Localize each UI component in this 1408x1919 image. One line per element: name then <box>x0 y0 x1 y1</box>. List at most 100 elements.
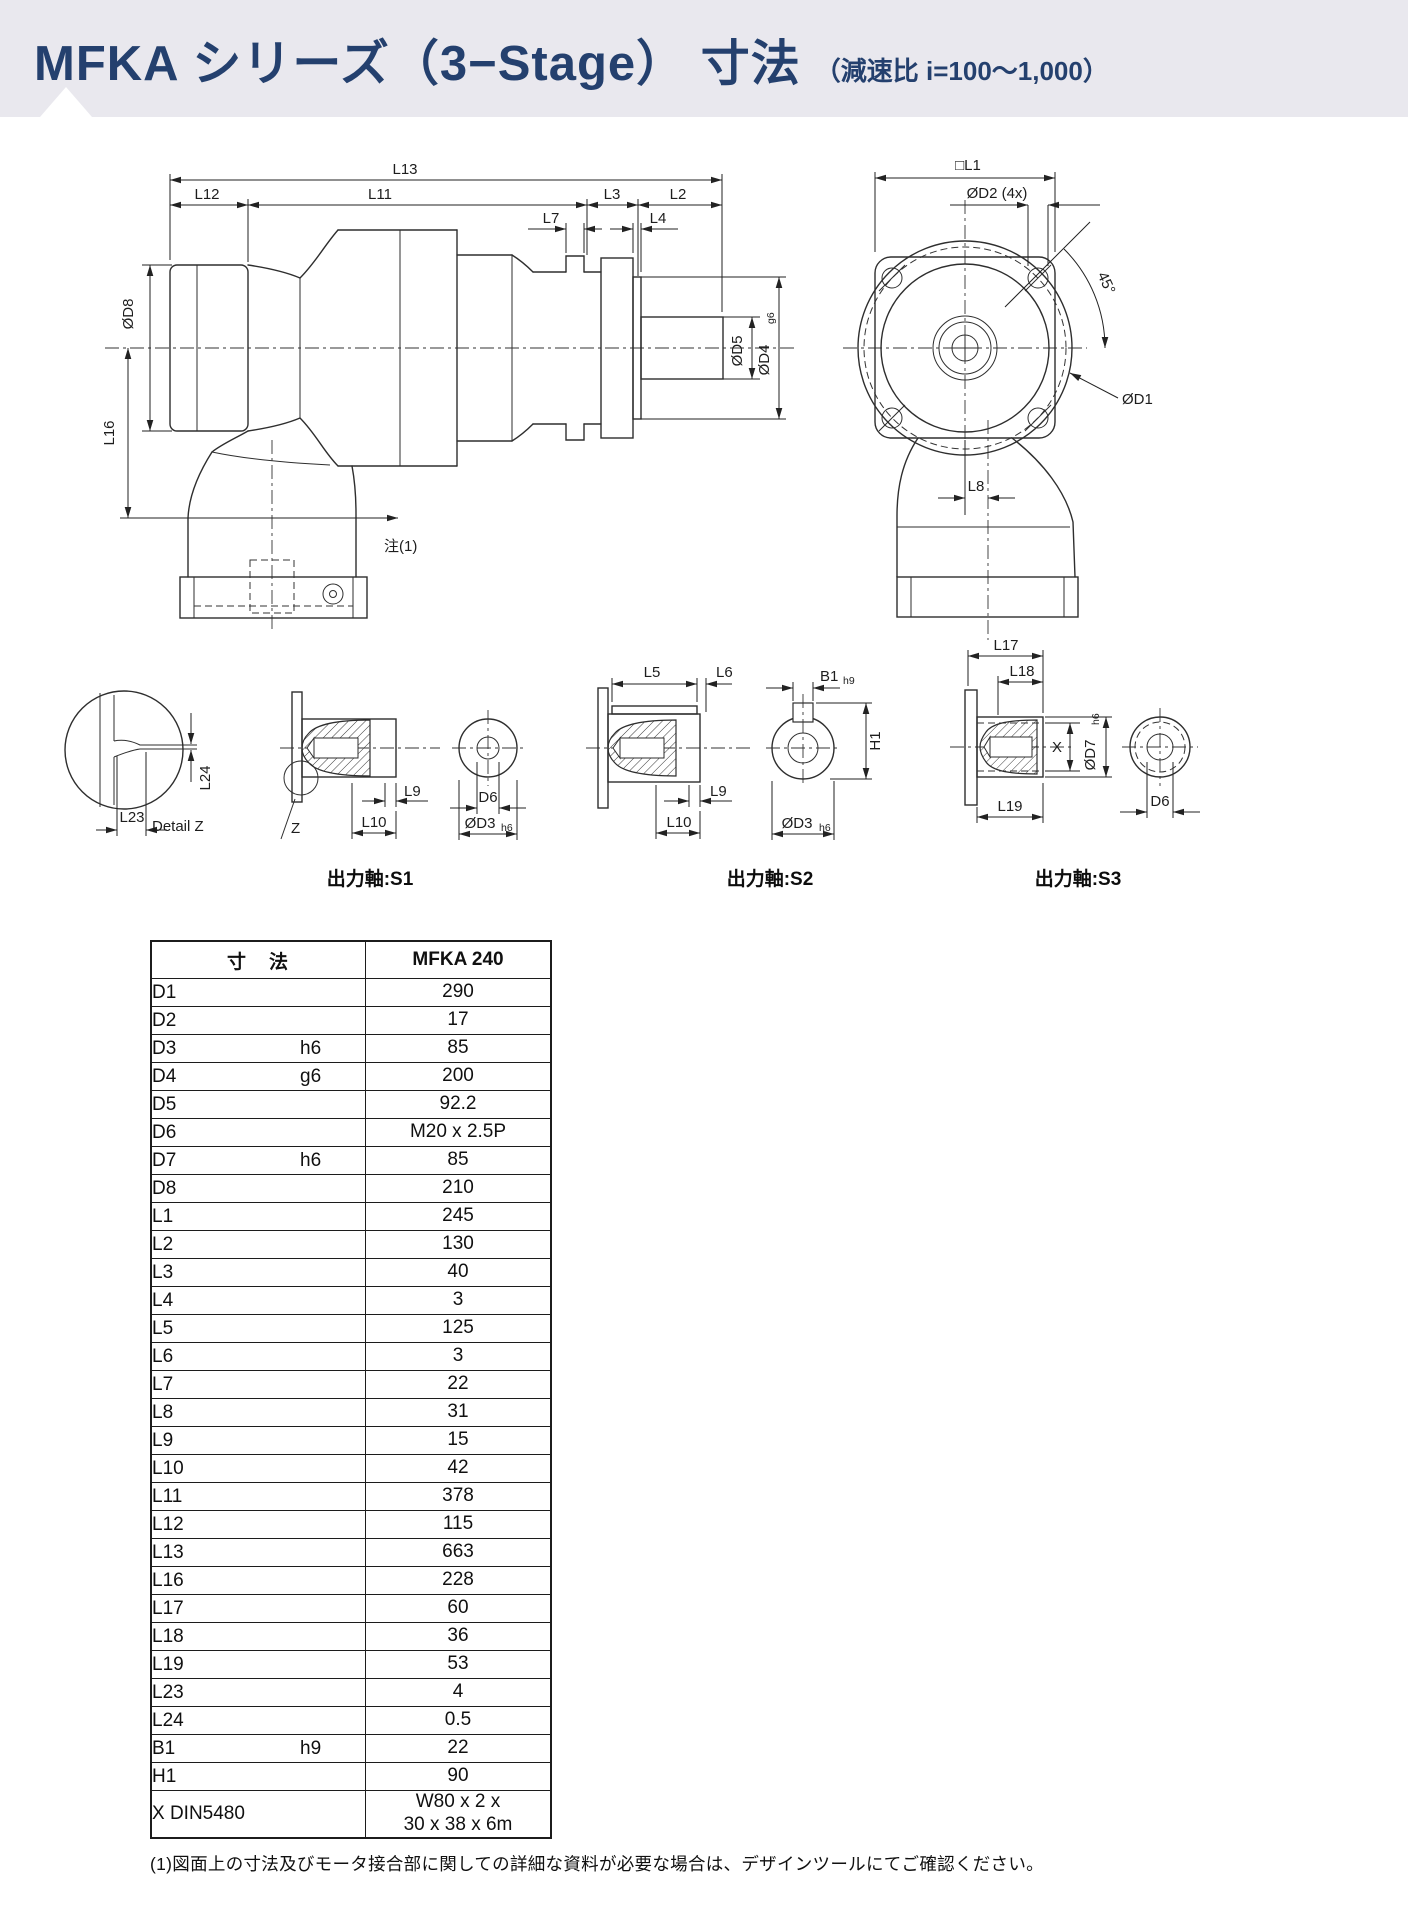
dimension-name-cell: D1 <box>150 978 366 1007</box>
dimension-name-cell: D5 <box>150 1090 366 1119</box>
dimension-name-cell: X DIN5480 <box>150 1789 366 1839</box>
table-row: L1 245 <box>150 1202 552 1231</box>
table-row: L16 228 <box>150 1566 552 1595</box>
page-title-text: MFKA シリーズ（3−Stage） 寸法 <box>34 37 801 91</box>
dimension-value-cell: 200 <box>365 1062 552 1091</box>
dimension-value-cell: 85 <box>365 1034 552 1063</box>
dimension-name-cell: L18 <box>150 1622 366 1651</box>
table-row: D2 17 <box>150 1006 552 1035</box>
dim-label-d7: ØD7 <box>1082 740 1099 771</box>
dimension-name-cell: D6 <box>150 1118 366 1147</box>
table-row: L8 31 <box>150 1398 552 1427</box>
table-row: L2 130 <box>150 1230 552 1259</box>
dimension-value-cell: W80 x 2 x 30 x 38 x 6m <box>365 1789 552 1839</box>
dim-label-d4: ØD4 <box>756 345 773 376</box>
dim-label-l1: □L1 <box>955 157 981 174</box>
table-row: L13 663 <box>150 1538 552 1567</box>
dimension-name-cell: L1 <box>150 1202 366 1231</box>
table-row: X DIN5480 W80 x 2 x 30 x 38 x 6m <box>150 1789 552 1839</box>
output-shaft-s1-drawing: Z L9 L10 D6 ØD3 h6 出力軸:S1 <box>280 691 526 890</box>
table-row: L12 115 <box>150 1510 552 1539</box>
dimension-value-cell: 378 <box>365 1482 552 1511</box>
dimension-value-cell: 290 <box>365 978 552 1007</box>
dim-label-l11: L11 <box>368 186 392 203</box>
dim-label-d3-s2-tol: h6 <box>819 822 831 834</box>
dim-label-d7-tol: h6 <box>1090 713 1102 725</box>
caption-output-shaft-s1: 出力軸:S1 <box>327 867 414 890</box>
dim-label-l23: L23 <box>119 809 144 826</box>
table-row: L23 4 <box>150 1678 552 1707</box>
dim-label-d2: ØD2 (4x) <box>967 185 1028 202</box>
dim-label-d3-s1-tol: h6 <box>501 822 513 834</box>
dimension-name-cell: L24 <box>150 1706 366 1735</box>
dim-label-b1: B1 <box>820 668 838 685</box>
dim-label-l16: L16 <box>101 420 118 445</box>
dimension-value-cell: 17 <box>365 1006 552 1035</box>
dimension-value-cell: 3 <box>365 1286 552 1315</box>
side-view-drawing: L13 L12 L11 L3 L2 L7 L4 ØD8 L16 注(1) <box>101 161 795 632</box>
detail-z-drawing: L24 L23 Detail Z <box>64 690 214 836</box>
table-row: D6 M20 x 2.5P <box>150 1118 552 1147</box>
dimension-value-cell: 31 <box>365 1398 552 1427</box>
dimension-name-cell: L6 <box>150 1342 366 1371</box>
dimension-name-cell: L10 <box>150 1454 366 1483</box>
dimension-name-cell: L23 <box>150 1678 366 1707</box>
dim-label-l6: L6 <box>716 664 733 681</box>
dim-label-x: X <box>1052 739 1062 756</box>
caption-output-shaft-s3: 出力軸:S3 <box>1035 867 1122 890</box>
dim-label-l19: L19 <box>997 798 1022 815</box>
table-row: D8 210 <box>150 1174 552 1203</box>
dim-label-l9-s1: L9 <box>404 783 421 800</box>
dimension-name-cell: L7 <box>150 1370 366 1399</box>
table-row: L5 125 <box>150 1314 552 1343</box>
dim-label-l5: L5 <box>644 664 661 681</box>
dimension-name-cell: L5 <box>150 1314 366 1343</box>
table-row: L18 36 <box>150 1622 552 1651</box>
header-notch-decoration <box>40 87 92 117</box>
table-header-row: 寸 法 MFKA 240 <box>150 940 552 979</box>
output-shaft-s2-drawing: L5 L6 B1 h9 H1 L9 L10 ØD3 h6 <box>586 664 884 890</box>
dim-label-d3-s2: ØD3 <box>782 815 813 832</box>
front-view-drawing: □L1 ØD2 (4x) 45° ØD1 L8 <box>843 157 1153 640</box>
dim-label-l7: L7 <box>543 210 560 227</box>
dimension-value-cell: 663 <box>365 1538 552 1567</box>
table-header-model: MFKA 240 <box>365 940 552 979</box>
dimension-name-cell: L12 <box>150 1510 366 1539</box>
dimension-value-cell: 15 <box>365 1426 552 1455</box>
note-label: 注(1) <box>384 538 417 555</box>
table-row: L11 378 <box>150 1482 552 1511</box>
dimension-name-cell: L19 <box>150 1650 366 1679</box>
dimension-value-cell: 130 <box>365 1230 552 1259</box>
dim-label-d4-tol: g6 <box>765 312 777 324</box>
dim-label-l12: L12 <box>194 186 219 203</box>
dimension-name-cell: L8 <box>150 1398 366 1427</box>
dimension-name-cell: L13 <box>150 1538 366 1567</box>
table-row: L17 60 <box>150 1594 552 1623</box>
dim-label-b1-tol: h9 <box>843 675 855 687</box>
detail-z-label: Detail Z <box>152 818 204 835</box>
dimension-value-cell: 245 <box>365 1202 552 1231</box>
dimension-value-cell: 92.2 <box>365 1090 552 1119</box>
dim-label-l13: L13 <box>392 161 417 178</box>
dim-label-d8: ØD8 <box>120 299 137 330</box>
technical-drawings: L13 L12 L11 L3 L2 L7 L4 ØD8 L16 注(1) <box>64 157 1200 890</box>
output-shaft-s3-drawing: L17 L18 X ØD7 h6 L19 D6 出力軸:S3 <box>950 637 1200 890</box>
table-row: H1 90 <box>150 1762 552 1791</box>
dimension-name-cell: L4 <box>150 1286 366 1315</box>
page-title: MFKA シリーズ（3−Stage） 寸法（減速比 i=100～1,000） <box>34 24 1109 95</box>
page-header: MFKA シリーズ（3−Stage） 寸法（減速比 i=100～1,000） <box>0 0 1408 117</box>
dim-label-d6-s1: D6 <box>478 789 497 806</box>
dimension-value-cell: 0.5 <box>365 1706 552 1735</box>
dimension-name-cell: D8 <box>150 1174 366 1203</box>
dimension-value-cell: 125 <box>365 1314 552 1343</box>
table-row: L24 0.5 <box>150 1706 552 1735</box>
dimension-value-cell: 42 <box>365 1454 552 1483</box>
